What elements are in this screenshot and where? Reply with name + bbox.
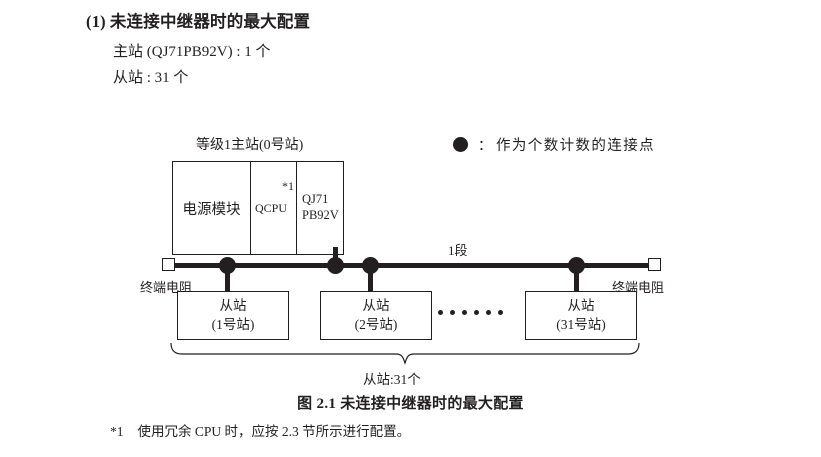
cpu-module-label: QCPU bbox=[255, 200, 288, 215]
ellipsis-dot bbox=[462, 310, 467, 315]
spec-slave-count: 从站 : 31 个 bbox=[113, 70, 189, 86]
footnote-text: 使用冗余 CPU 时，应按 2.3 节所示进行配置。 bbox=[137, 424, 411, 439]
figure-caption: 图 2.1 未连接中继器时的最大配置 bbox=[297, 396, 524, 412]
brace-shape-icon bbox=[170, 343, 640, 365]
slave-station-number-1: (1号站) bbox=[211, 316, 255, 332]
legend-label: 作为个数计数的连接点 bbox=[496, 138, 655, 154]
section-heading: (1)未连接中继器时的最大配置 bbox=[86, 8, 310, 32]
footnote: *1 使用冗余 CPU 时，应按 2.3 节所示进行配置。 bbox=[110, 420, 410, 440]
slave-station-box-31: 从站 (31号站) bbox=[525, 291, 637, 340]
drop-line-slave1 bbox=[225, 265, 230, 292]
filled-circle-icon bbox=[453, 137, 468, 152]
ellipsis-dot bbox=[474, 310, 479, 315]
network-module-label-line1: QJ71 bbox=[302, 192, 329, 207]
bus-trunk-line bbox=[168, 263, 655, 268]
section-title: 未连接中继器时的最大配置 bbox=[109, 12, 311, 31]
slave-station-number-31: (31号站) bbox=[556, 316, 606, 332]
slave-title-1: 从站 bbox=[219, 298, 247, 314]
section-number: (1) bbox=[86, 12, 106, 31]
slave-station-number-2: (2号站) bbox=[354, 316, 398, 332]
power-module-cell: 电源模块 bbox=[173, 162, 251, 254]
ellipsis-dot bbox=[486, 310, 491, 315]
ellipsis-dot bbox=[438, 310, 443, 315]
slave-group-label: 从站:31个 bbox=[363, 372, 421, 387]
network-module-cell: QJ71 PB92V bbox=[297, 162, 343, 254]
ellipsis-dot bbox=[498, 310, 503, 315]
cpu-module-cell: QCPU *1 bbox=[251, 162, 297, 254]
slave-title-31: 从站 bbox=[567, 298, 595, 314]
slave-group-brace bbox=[170, 343, 640, 365]
ellipsis-dot bbox=[450, 310, 455, 315]
slave-station-box-1: 从站 (1号站) bbox=[177, 291, 289, 340]
power-module-label: 电源模块 bbox=[182, 201, 241, 218]
legend: ： 作为个数计数的连接点 bbox=[453, 134, 655, 155]
drop-line-slave2 bbox=[368, 265, 373, 292]
master-station-caption: 等级1主站(0号站) bbox=[196, 138, 304, 153]
connection-node-master bbox=[327, 257, 344, 274]
terminator-left-icon bbox=[162, 258, 175, 271]
drop-line-slave31 bbox=[574, 265, 579, 292]
legend-colon: ： bbox=[478, 138, 492, 154]
master-rack: 电源模块 QCPU *1 QJ71 PB92V bbox=[172, 161, 344, 255]
network-module-label-line2: PB92V bbox=[302, 208, 339, 222]
cpu-footnote-mark: *1 bbox=[282, 179, 294, 193]
slave-title-2: 从站 bbox=[362, 298, 390, 314]
segment-label: 1段 bbox=[448, 243, 468, 258]
ellipsis-dots-icon bbox=[438, 310, 503, 315]
footnote-mark: *1 bbox=[110, 424, 124, 439]
spec-master-count: 主站 (QJ71PB92V) : 1 个 bbox=[113, 44, 271, 60]
terminator-right-icon bbox=[648, 258, 661, 271]
slave-station-box-2: 从站 (2号站) bbox=[320, 291, 432, 340]
